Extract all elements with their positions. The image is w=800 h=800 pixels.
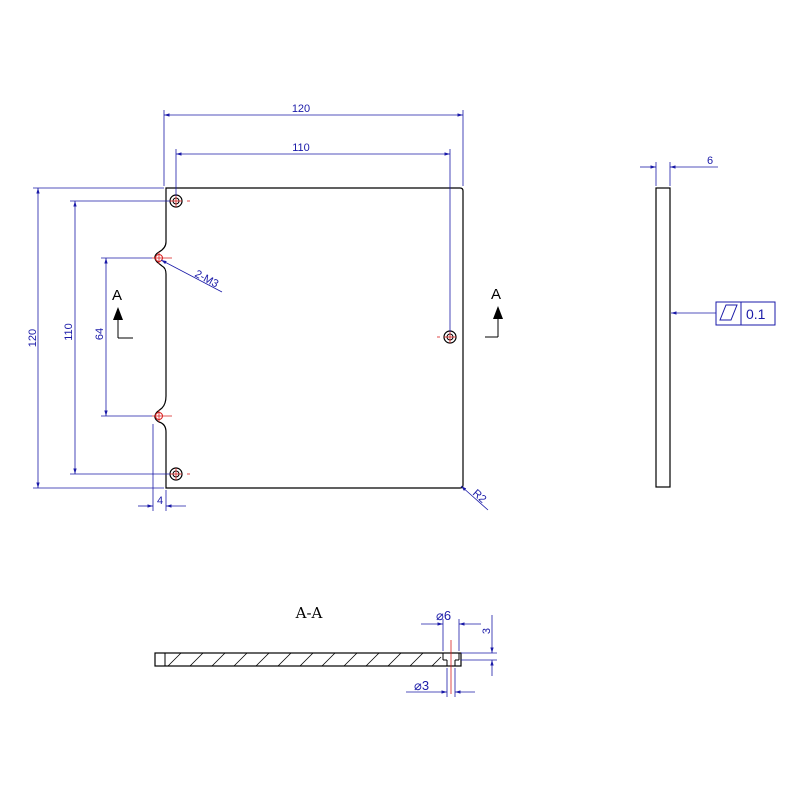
section-view: A-A: [154, 604, 497, 697]
dimension-notch-depth: [138, 424, 186, 511]
dimension-overall-width-label: 120: [292, 103, 310, 115]
thread-callout-leader: [160, 259, 223, 293]
section-arrow-right-icon: [493, 306, 503, 319]
section-arrow-left-icon: [113, 307, 123, 320]
hole-right: [437, 330, 457, 344]
corner-radius-label: R2: [470, 487, 488, 505]
dimension-thickness-label: 6: [707, 155, 713, 167]
hole-bottom-left: [169, 467, 190, 481]
dimension-hole-dia: [406, 668, 475, 697]
side-plate: [655, 187, 671, 488]
notch-hole-bottom: [152, 410, 172, 422]
dimension-notch-spacing-label: 64: [94, 328, 106, 340]
side-view: 6 0.1: [640, 155, 776, 488]
dimension-hole-dia-label: ⌀3: [414, 678, 429, 693]
dimension-notch-spacing: [101, 257, 152, 417]
dimension-counterbore-depth: [461, 615, 497, 676]
dimension-hole-spacing-x: [175, 149, 451, 332]
flatness-tolerance-value: 0.1: [746, 306, 766, 322]
section-marker-left: A: [112, 287, 133, 339]
flatness-icon: [719, 304, 738, 321]
dimension-overall-height: [33, 187, 164, 489]
dimension-hole-spacing-x-label: 110: [292, 142, 310, 154]
dimension-overall-width: [163, 110, 464, 186]
plate-outline: [154, 187, 464, 489]
dimension-counterbore-dia-label: ⌀6: [436, 608, 451, 623]
corner-radius-leader: [460, 485, 489, 511]
section-marker-left-label: A: [112, 287, 122, 304]
dimension-counterbore-dia: [421, 619, 481, 651]
section-plate: [154, 652, 462, 667]
dimension-counterbore-depth-label: 3: [481, 628, 493, 634]
notch-hole-top: [152, 252, 172, 264]
top-view: 120 110 120 110 64: [27, 103, 503, 511]
section-marker-right: A: [485, 286, 503, 338]
dimension-hole-spacing-y-label: 110: [63, 323, 75, 341]
thread-callout-label: 2-M3: [193, 268, 221, 290]
section-view-title: A-A: [295, 604, 323, 622]
section-hatching: [167, 652, 442, 667]
section-marker-right-label: A: [491, 286, 501, 303]
counterbore-hole: [442, 653, 460, 666]
dimension-notch-depth-label: 4: [157, 495, 163, 507]
hole-top-left: [169, 194, 190, 208]
dimension-thickness: [640, 162, 718, 186]
flatness-callout: 0.1: [671, 301, 776, 326]
dimension-overall-height-label: 120: [27, 329, 39, 347]
